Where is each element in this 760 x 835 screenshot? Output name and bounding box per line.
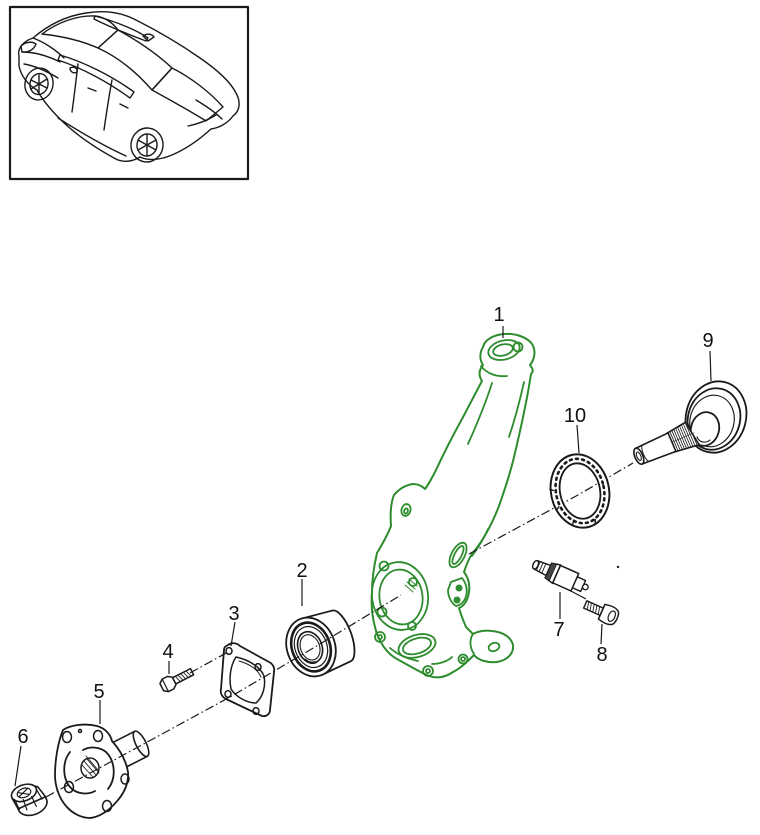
callouts: 1 2 3 4 5 6 7 8	[14, 304, 714, 787]
callout-number-2[interactable]: 2	[296, 560, 307, 582]
callout-number-5[interactable]: 5	[93, 681, 104, 703]
callout-3[interactable]: 3	[228, 603, 240, 647]
leader-line-8	[600, 623, 603, 645]
leader-line-6	[14, 745, 22, 787]
axis-line-right	[468, 462, 634, 555]
ring-teeth	[554, 457, 606, 525]
car-line-art	[17, 10, 240, 163]
leader-line-10	[576, 424, 580, 454]
knuckle-body[interactable]	[370, 332, 536, 679]
callout-number-9[interactable]: 9	[702, 330, 713, 352]
part-2-wheel-bearing[interactable]	[278, 604, 361, 683]
callout-4[interactable]: 4	[162, 641, 174, 674]
callout-number-10[interactable]: 10	[564, 405, 586, 427]
leader-line-9	[709, 350, 712, 382]
callout-number-8[interactable]: 8	[596, 644, 607, 666]
callout-5[interactable]: 5	[93, 681, 105, 724]
part-5-wheel-hub[interactable]	[54, 723, 152, 819]
callout-number-1[interactable]: 1	[493, 304, 504, 326]
callout-number-7[interactable]: 7	[553, 619, 564, 641]
axis-line-left	[45, 594, 402, 798]
callout-10[interactable]: 10	[564, 405, 586, 454]
callout-6[interactable]: 6	[14, 726, 29, 787]
part-9-drive-shaft[interactable]	[630, 374, 754, 469]
vehicle-thumbnail	[8, 5, 250, 181]
axis-line-bolt4	[189, 651, 229, 674]
callout-number-3[interactable]: 3	[228, 603, 239, 625]
part-1-steering-knuckle[interactable]	[368, 332, 536, 679]
plate-details	[224, 646, 266, 716]
leader-line-3	[230, 621, 236, 647]
part-4-bolt[interactable]	[159, 666, 196, 694]
nut-facets	[14, 787, 43, 811]
callout-number-6[interactable]: 6	[17, 726, 28, 748]
shaft-and-spline	[633, 421, 700, 465]
ring-notches	[549, 488, 596, 525]
knuckle-details	[370, 339, 525, 677]
stray-dot	[616, 565, 620, 569]
callout-7[interactable]: 7	[553, 592, 565, 641]
callout-1[interactable]: 1	[493, 304, 505, 338]
callout-9[interactable]: 9	[702, 330, 714, 382]
callout-8[interactable]: 8	[596, 623, 608, 666]
part-8-sensor-bolt[interactable]	[582, 596, 621, 627]
part-3-retaining-plate[interactable]	[219, 642, 276, 718]
callout-number-4[interactable]: 4	[162, 641, 173, 663]
part-7-wheel-speed-sensor[interactable]	[529, 555, 592, 598]
part-6-axle-nut[interactable]	[9, 779, 50, 820]
sensor-collar-shading	[544, 562, 558, 582]
part-10-toothed-ring[interactable]	[544, 449, 616, 533]
bearing-races	[289, 621, 333, 673]
hub-flange[interactable]	[54, 723, 130, 819]
hub-details	[61, 728, 130, 813]
callout-2[interactable]: 2	[296, 560, 308, 606]
thumbnail-border	[8, 5, 250, 181]
joint-bell	[684, 380, 748, 454]
